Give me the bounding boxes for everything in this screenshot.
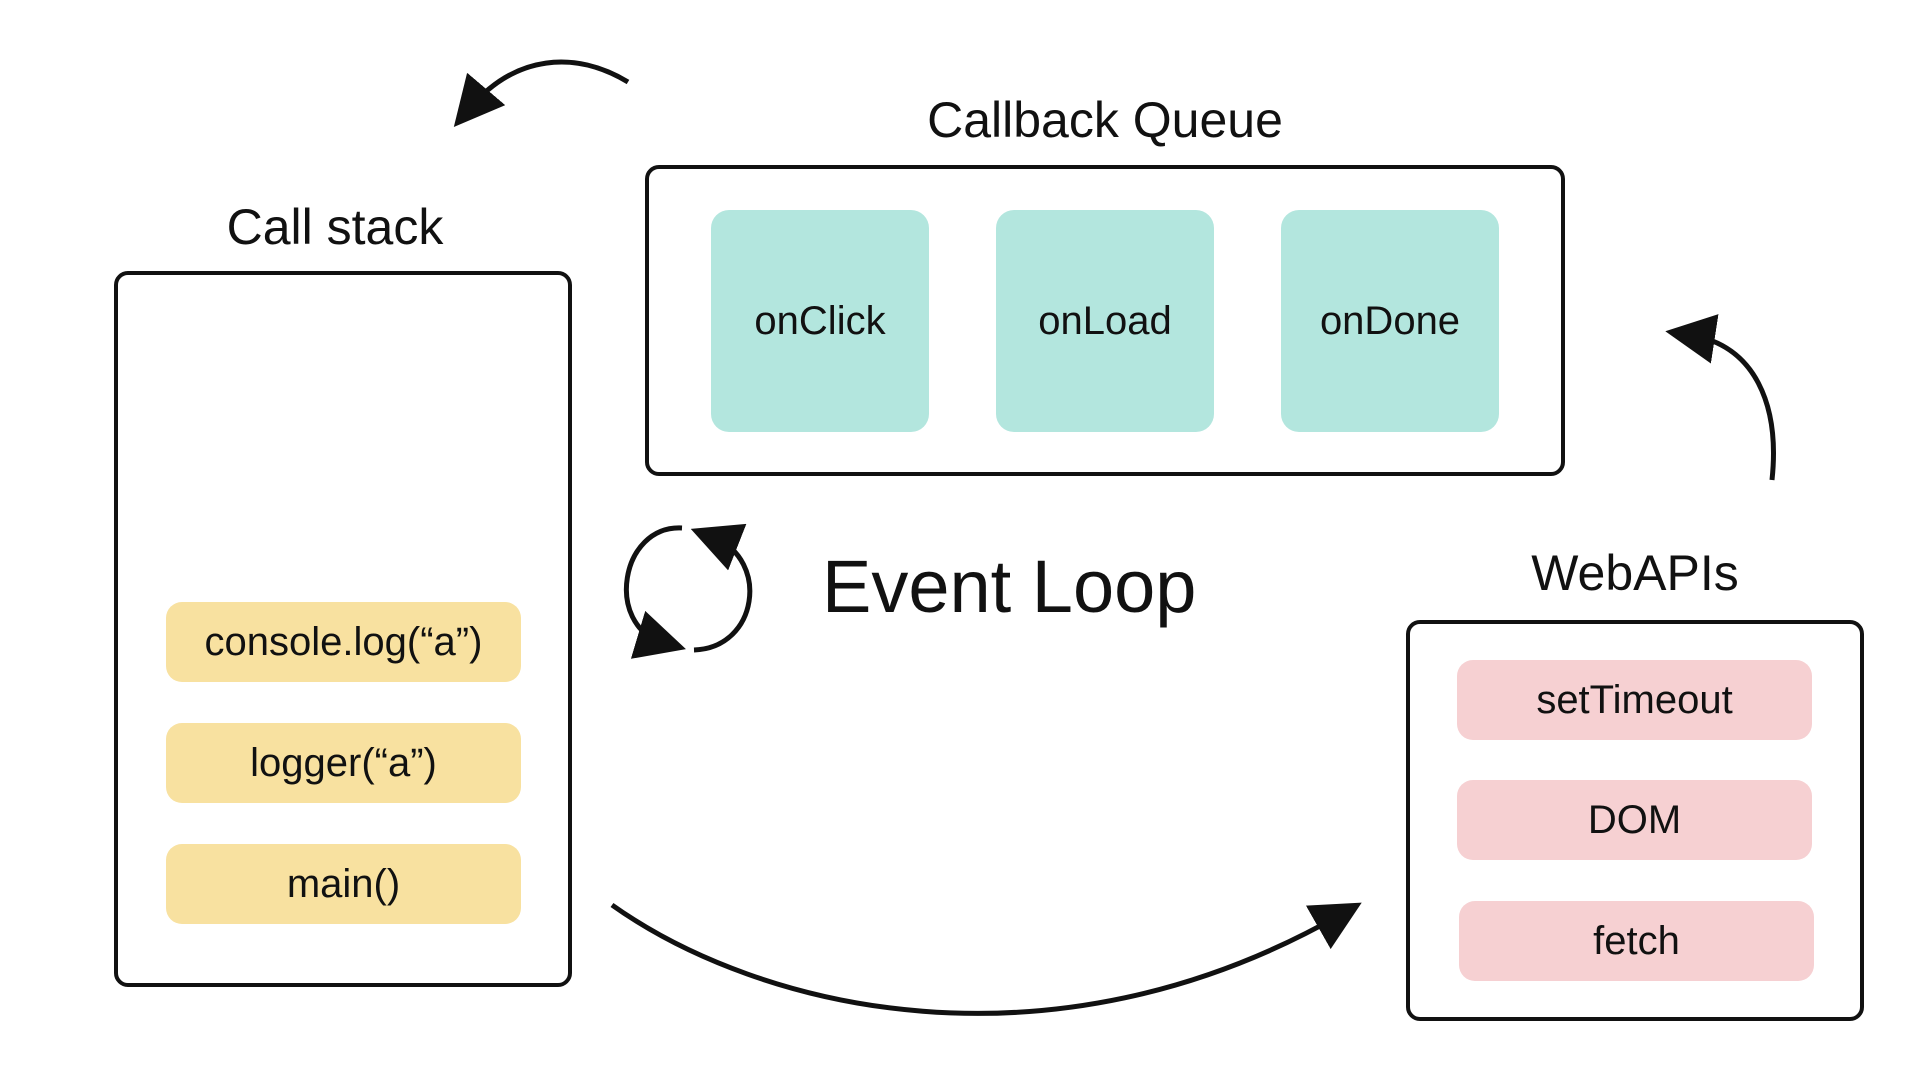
call-stack-title: Call stack (226, 199, 444, 255)
webapi-item-dom: DOM (1457, 780, 1812, 860)
webapis-to-queue-arrow (1665, 314, 1776, 481)
queue-to-stack-arrow (453, 59, 630, 128)
queue-item-onload: onLoad (996, 210, 1214, 432)
cycle-icon (624, 523, 753, 659)
webapi-item-settimeout: setTimeout (1457, 660, 1812, 740)
webapi-item-fetch: fetch (1459, 901, 1814, 981)
queue-item-ondone: onDone (1281, 210, 1499, 432)
stack-item-main: main() (166, 844, 521, 924)
stack-item-console-log: console.log(“a”) (166, 602, 521, 682)
queue-item-onclick: onClick (711, 210, 929, 432)
callback-queue-title: Callback Queue (927, 92, 1283, 148)
stack-to-webapis-arrow (610, 902, 1362, 1016)
event-loop-label: Event Loop (822, 545, 1197, 628)
webapis-title: WebAPIs (1531, 545, 1739, 601)
stack-item-logger: logger(“a”) (166, 723, 521, 803)
